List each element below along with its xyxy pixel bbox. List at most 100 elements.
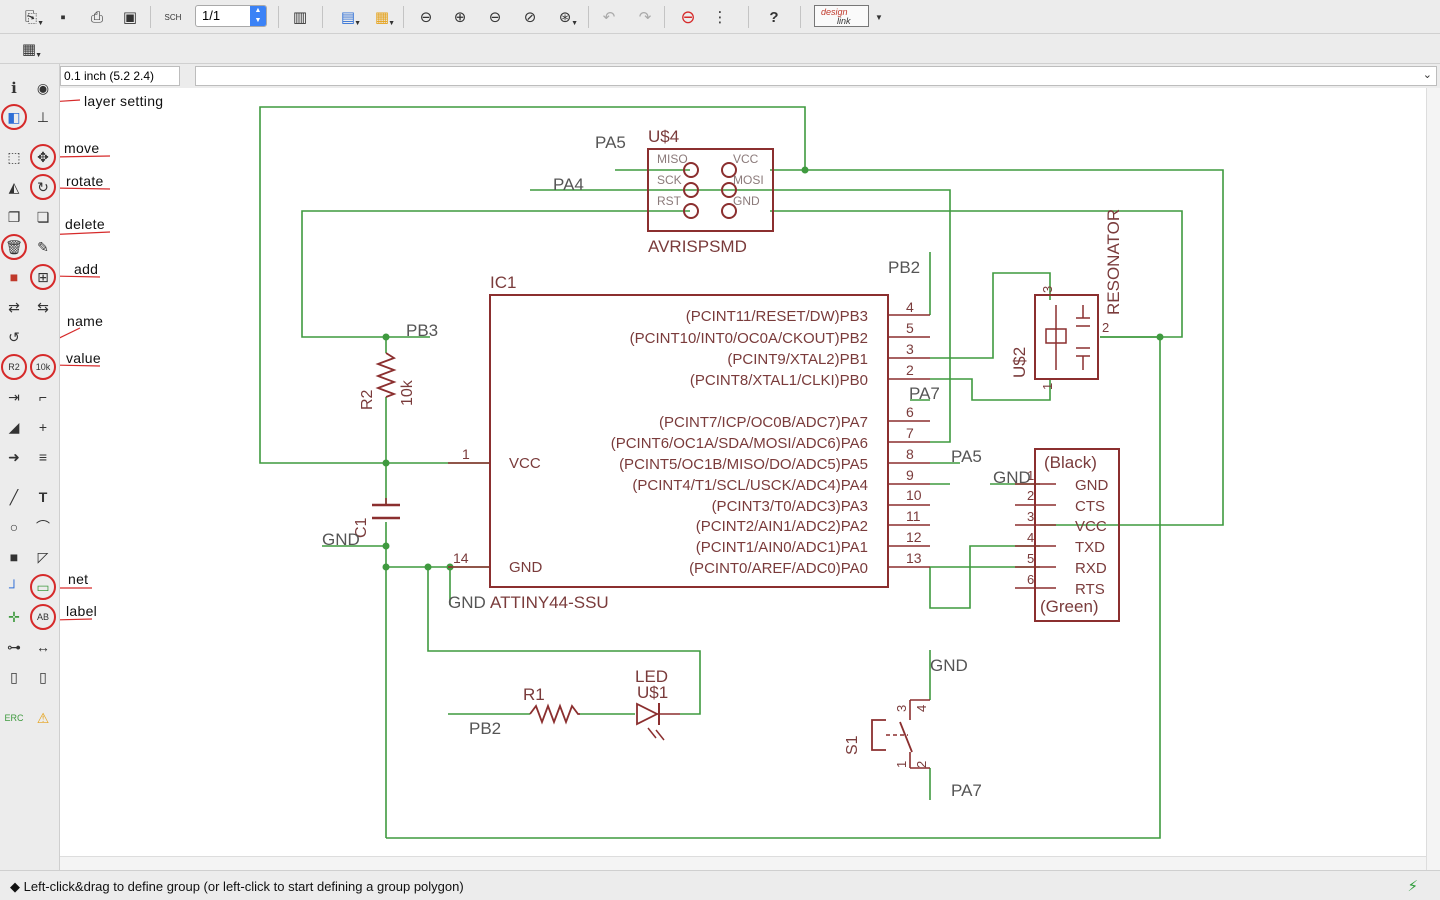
redo-icon[interactable]: ↷ [638, 9, 652, 26]
attribute-icon[interactable]: ≡ [38, 449, 48, 465]
paste-icon[interactable]: ❏ [36, 208, 50, 225]
bus-icon[interactable]: ┘ [9, 579, 19, 595]
rectangle-icon[interactable]: ■ [9, 549, 19, 565]
r2-value: 10k [399, 379, 416, 406]
modules-icon[interactable]: ▯ [39, 668, 47, 685]
vertical-scrollbar[interactable] [1426, 88, 1440, 870]
open-icon[interactable]: ⎘▼ [24, 8, 44, 28]
attribute-tag-icon[interactable]: ⊶ [7, 638, 21, 655]
zoom-fit-icon[interactable]: ⊖ [419, 9, 433, 26]
group-icon[interactable]: ⬚ [7, 148, 21, 165]
net-label: GND [993, 468, 1031, 487]
sheet-select[interactable]: 1/1 ▲▼ [195, 5, 267, 27]
polygon-icon[interactable]: ◸ [37, 548, 49, 565]
net-junctions [382, 166, 1164, 571]
ic1-pin-label: (PCINT2/AIN1/ADC2)PA2 [696, 518, 868, 535]
pinswap-icon[interactable]: ➜ [8, 448, 20, 465]
ic1-pin-label: (PCINT9/XTAL2)PB1 [727, 351, 868, 368]
zoom-out-icon[interactable]: ⊖ [488, 9, 502, 26]
board-switch-icon[interactable]: SCH [164, 12, 182, 22]
library-icon[interactable]: ▥ [292, 9, 308, 26]
optimize-icon[interactable]: + [38, 419, 48, 435]
c1-name: C1 [353, 517, 370, 538]
undo-icon[interactable]: ↶ [602, 9, 616, 26]
schematic-canvas[interactable]: IC1 ATTINY44-SSU VCC GND 1 14 (PCINT11/R… [19, 88, 1426, 856]
u4-pin: SCK [657, 173, 682, 187]
script-icon[interactable]: ▤▼ [340, 9, 361, 27]
zoom-in-icon[interactable]: ⊕ [453, 9, 467, 26]
smash-icon[interactable]: ⇥ [8, 388, 20, 405]
annotation-move: move [64, 140, 100, 156]
mark-icon[interactable]: ⊥ [36, 108, 50, 125]
led-name: U$1 [637, 683, 668, 702]
info-icon[interactable]: ℹ [11, 80, 17, 97]
mirror-icon[interactable]: ◭ [8, 178, 20, 195]
status-message: Left-click&drag to define group (or left… [23, 879, 464, 894]
junction-icon[interactable]: ✛ [8, 608, 20, 625]
annotation-name: name [67, 313, 104, 329]
ic1-pin-label: (PCINT3/T0/ADC3)PA3 [712, 498, 868, 515]
net-label: PA5 [595, 133, 626, 152]
invoke-icon[interactable]: ↺ [8, 328, 20, 345]
warning-icon[interactable]: ⚠ [36, 709, 50, 726]
arc-icon[interactable]: ⌒ [36, 519, 50, 535]
coordinate-display: 0.1 inch (5.2 2.4) [60, 66, 180, 86]
ftdi-pin-num: 6 [1027, 572, 1034, 587]
design-link-button[interactable]: design link [814, 5, 869, 27]
u4-pin: VCC [733, 152, 759, 166]
schematic-drawing[interactable]: IC1 ATTINY44-SSU VCC GND 1 14 (PCINT11/R… [19, 88, 1426, 856]
annotation-value: value [66, 350, 101, 366]
zoom-redraw-icon[interactable]: ⊘ [523, 9, 537, 26]
frame-icon[interactable]: ▯ [10, 668, 18, 685]
ftdi-pin-num: 3 [1027, 509, 1034, 524]
copy-icon[interactable]: ❐ [7, 208, 21, 225]
ic1-pin-num: 9 [906, 467, 914, 483]
horizontal-scrollbar[interactable] [60, 856, 1426, 870]
ic1-pin-14: 14 [453, 550, 469, 566]
zoom-select-icon[interactable]: ⊛▼ [558, 9, 578, 27]
wire-icon[interactable]: ╱ [9, 488, 19, 505]
ic1-pin-label: (PCINT11/RESET/DW)PB3 [686, 308, 868, 325]
erc-icon[interactable]: ERC [4, 713, 24, 723]
ic1-value: ATTINY44-SSU [490, 593, 609, 612]
wrench-icon[interactable]: ✎ [37, 238, 49, 255]
sheet-stepper[interactable]: ▲▼ [250, 6, 266, 26]
ftdi-pin-num: 2 [1027, 488, 1034, 503]
replace-icon[interactable]: ⇄ [8, 298, 20, 315]
show-icon[interactable]: ◉ [36, 79, 50, 96]
split-icon[interactable]: ◢ [8, 418, 20, 435]
status-bar: ◆ Left-click&drag to define group (or le… [0, 870, 1440, 900]
chevron-down-icon[interactable]: ⌄ [1422, 69, 1432, 81]
gate-swap-icon[interactable]: ⇆ [37, 298, 49, 315]
ic1-pin-label: (PCINT6/OC1A/SDA/MOSI/ADC6)PA6 [611, 435, 868, 452]
ftdi-pin-label: TXD [1075, 539, 1105, 556]
circle-icon[interactable]: ○ [9, 519, 19, 535]
resonator-pin: 2 [1102, 320, 1109, 335]
ftdi-bottom-label: (Green) [1040, 597, 1099, 616]
ic1-pin-label: (PCINT5/OC1B/MISO/DO/ADC5)PA5 [619, 456, 868, 473]
ulp-icon[interactable]: ▦▼ [374, 9, 395, 27]
resonator-name: U$2 [1010, 347, 1029, 378]
net-label: PA4 [553, 175, 584, 194]
grid-icon[interactable]: ▦▼ [21, 41, 42, 59]
help-icon[interactable]: ? [769, 8, 779, 26]
annotation-delete: delete [65, 216, 105, 232]
text-icon[interactable]: T [38, 489, 48, 505]
cam-icon[interactable]: ▣ [122, 9, 138, 26]
r1-name: R1 [523, 685, 545, 704]
miter-icon[interactable]: ⌐ [38, 389, 48, 405]
u4-pin: MISO [657, 152, 688, 166]
add-part-icon[interactable]: ■ [9, 269, 19, 285]
lightning-icon[interactable]: ⚡ [1407, 878, 1418, 895]
ic1-pin-num: 5 [906, 320, 914, 336]
s1-pin: 4 [914, 705, 929, 712]
print-icon[interactable]: ⎙ [90, 8, 103, 26]
dimension-icon[interactable]: ↔ [36, 639, 50, 655]
go-icon[interactable]: ⋮ [712, 9, 728, 26]
stop-icon[interactable]: ⊖ [680, 6, 696, 27]
save-icon[interactable]: ▪ [60, 8, 66, 26]
design-link-dropdown-icon[interactable]: ▼ [875, 12, 883, 22]
ftdi-pin-label: GND [1075, 477, 1109, 494]
command-input[interactable]: ⌄ [195, 66, 1437, 86]
ic1-pin-num: 4 [906, 299, 914, 315]
